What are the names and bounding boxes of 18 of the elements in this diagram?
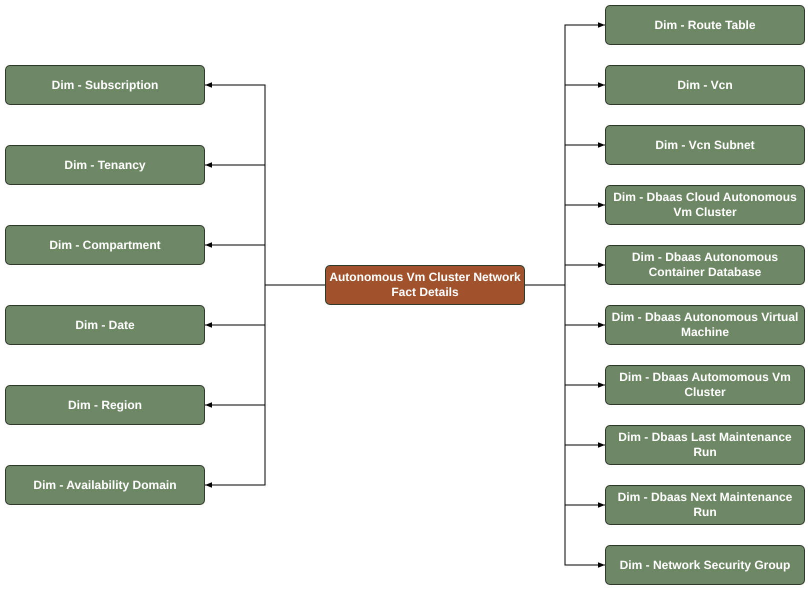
dimension-table-box: Dim - Dbaas Automomous Vm Cluster	[605, 365, 805, 405]
dimension-table-box: Dim - Date	[5, 305, 205, 345]
dimension-table-box: Dim - Dbaas Next Maintenance Run	[605, 485, 805, 525]
dimension-table-box: Dim - Region	[5, 385, 205, 425]
arrow	[204, 284, 326, 488]
dimension-table-box: Dim - Network Security Group	[605, 545, 805, 585]
dimension-table-box: Dim - Availability Domain	[5, 465, 205, 505]
dimension-table-box: Dim - Dbaas Last Maintenance Run	[605, 425, 805, 465]
dimension-table-box: Dim - Tenancy	[5, 145, 205, 185]
dimension-table-box: Dim - Dbaas Autonomous Container Database	[605, 245, 805, 285]
dimension-table-box: Dim - Subscription	[5, 65, 205, 105]
dimension-table-box: Dim - Dbaas Autonomous Virtual Machine	[605, 305, 805, 345]
dimension-table-box: Dim - Vcn Subnet	[605, 125, 805, 165]
dimension-table-box: Dim - Dbaas Cloud Autonomous Vm Cluster	[605, 185, 805, 225]
fact-table-box: Autonomous Vm Cluster Network Fact Details	[325, 265, 525, 305]
dimension-table-box: Dim - Route Table	[605, 5, 805, 45]
dimension-table-box: Dim - Compartment	[5, 225, 205, 265]
dimension-table-box: Dim - Vcn	[605, 65, 805, 105]
